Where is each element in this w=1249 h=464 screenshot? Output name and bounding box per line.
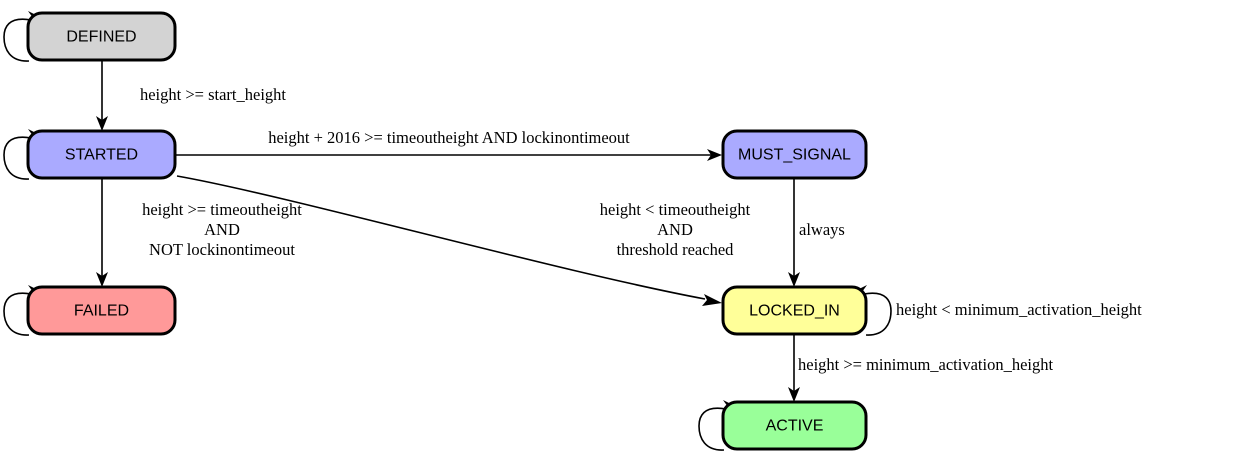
state-node-active-label: ACTIVE [766, 418, 824, 435]
state-node-must-signal-label: MUST_SIGNAL [738, 147, 851, 164]
edge-label-started-to-locked-in-line-3: threshold reached [617, 240, 735, 259]
state-node-failed-label: FAILED [74, 303, 129, 320]
state-node-failed[interactable]: FAILED [26, 285, 177, 336]
edge-must-signal-to-locked-in[interactable] [788, 179, 800, 287]
edge-label-locked-in-to-active: height >= minimum_activation_height [798, 355, 1053, 374]
state-node-locked-in[interactable]: LOCKED_IN [721, 285, 868, 336]
state-node-locked-in-shape [721, 285, 868, 336]
edge-locked-in-to-active[interactable] [788, 335, 800, 402]
edge-label-started-to-failed-line-3: NOT lockinontimeout [149, 240, 295, 259]
edge-started-to-must-signal[interactable] [176, 149, 722, 161]
state-node-started-label: STARTED [65, 147, 138, 164]
edge-started-to-locked-in[interactable] [176, 175, 722, 306]
state-node-must-signal[interactable]: MUST_SIGNAL [721, 129, 868, 180]
state-node-active[interactable]: ACTIVE [721, 400, 868, 451]
edge-label-locked-in-self-loop: height < minimum_activation_height [896, 300, 1142, 319]
state-node-defined[interactable]: DEFINED [26, 11, 177, 62]
edge-label-started-to-must-signal: height + 2016 >= timeoutheight AND locki… [268, 128, 630, 147]
edge-defined-to-started[interactable] [96, 61, 108, 131]
edge-label-defined-to-started: height >= start_height [140, 85, 286, 104]
state-node-started[interactable]: STARTED [26, 129, 177, 180]
state-node-defined-label: DEFINED [66, 29, 136, 46]
state-node-defined-shape [26, 11, 177, 62]
edge-label-started-to-locked-in: height < timeoutheight AND threshold rea… [600, 200, 751, 259]
state-node-failed-shape [26, 285, 177, 336]
state-node-locked-in-label: LOCKED_IN [749, 303, 840, 320]
edge-started-to-failed[interactable] [96, 179, 108, 287]
edge-label-started-to-locked-in-line-2: AND [657, 220, 693, 239]
edge-label-started-to-failed-line-1: height >= timeoutheight [142, 200, 302, 219]
state-node-started-shape [26, 129, 177, 180]
edge-label-started-to-failed-line-2: AND [204, 220, 240, 239]
state-node-active-shape [721, 400, 868, 451]
edge-label-started-to-locked-in-line-1: height < timeoutheight [600, 200, 751, 219]
state-node-must-signal-shape [721, 129, 868, 180]
edge-label-must-signal-to-locked-in: always [799, 220, 845, 239]
edge-label-started-to-failed: height >= timeoutheight AND NOT lockinon… [142, 200, 302, 259]
